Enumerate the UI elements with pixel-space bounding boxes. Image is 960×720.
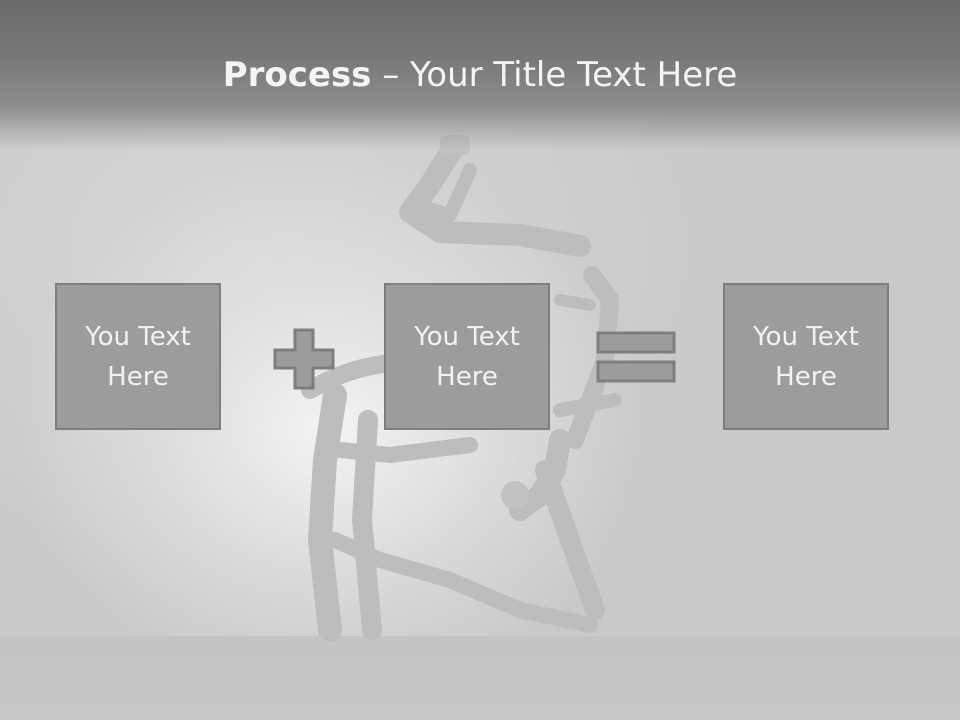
text-box-1-label: You Text Here (85, 321, 191, 392)
background-floor (0, 636, 960, 720)
slide-title[interactable]: Process – Your Title Text Here (0, 52, 960, 98)
text-box-3[interactable]: You Text Here (723, 283, 889, 430)
equals-icon (596, 331, 676, 383)
text-box-3-label: You Text Here (753, 321, 859, 392)
title-strong: Process (222, 55, 372, 95)
text-box-1[interactable]: You Text Here (55, 283, 221, 430)
title-bar (0, 0, 960, 150)
title-rest: – Your Title Text Here (371, 55, 738, 95)
text-box-2[interactable]: You Text Here (384, 283, 550, 430)
plus-icon (273, 328, 335, 390)
text-box-2-label: You Text Here (414, 321, 520, 392)
